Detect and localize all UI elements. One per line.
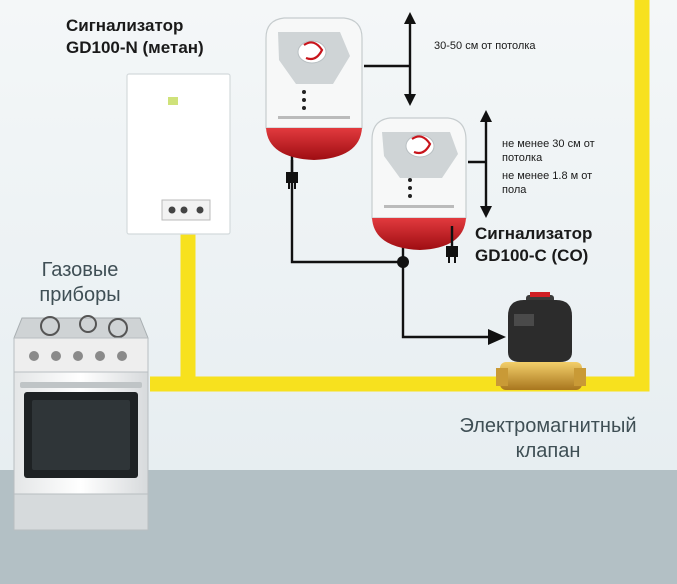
- solenoid-valve: [496, 292, 586, 390]
- label-co-detector-line1: Сигнализатор: [475, 224, 593, 243]
- arrowheads: [397, 12, 506, 345]
- label-gas-appliances-line1: Газовые: [41, 259, 119, 281]
- label-valve-line2: клапан: [515, 440, 581, 462]
- co-detector: [371, 117, 467, 263]
- signal-wiring: [290, 20, 490, 339]
- label-valve-line1: Электромагнитный: [459, 415, 637, 437]
- label-methane-ceiling-distance: 30-50 см от потолка: [434, 40, 536, 52]
- label-methane-detector-line1: Сигнализатор: [66, 16, 184, 35]
- methane-detector: [265, 17, 363, 189]
- label-co-note-line3: не менее 1.8 м от: [502, 170, 593, 182]
- label-gas-appliances-line2: приборы: [39, 284, 121, 306]
- gas-pipe: [180, 0, 650, 392]
- label-co-note-line4: пола: [502, 184, 527, 196]
- gas-stove: [13, 315, 149, 531]
- gas-boiler: [126, 73, 231, 235]
- label-co-detector-line2: GD100-C (CO): [475, 246, 589, 265]
- label-co-note-line1: не менее 30 см от: [502, 138, 595, 150]
- label-methane-detector-line2: GD100-N (метан): [66, 38, 204, 57]
- label-co-note-line2: потолка: [502, 152, 543, 164]
